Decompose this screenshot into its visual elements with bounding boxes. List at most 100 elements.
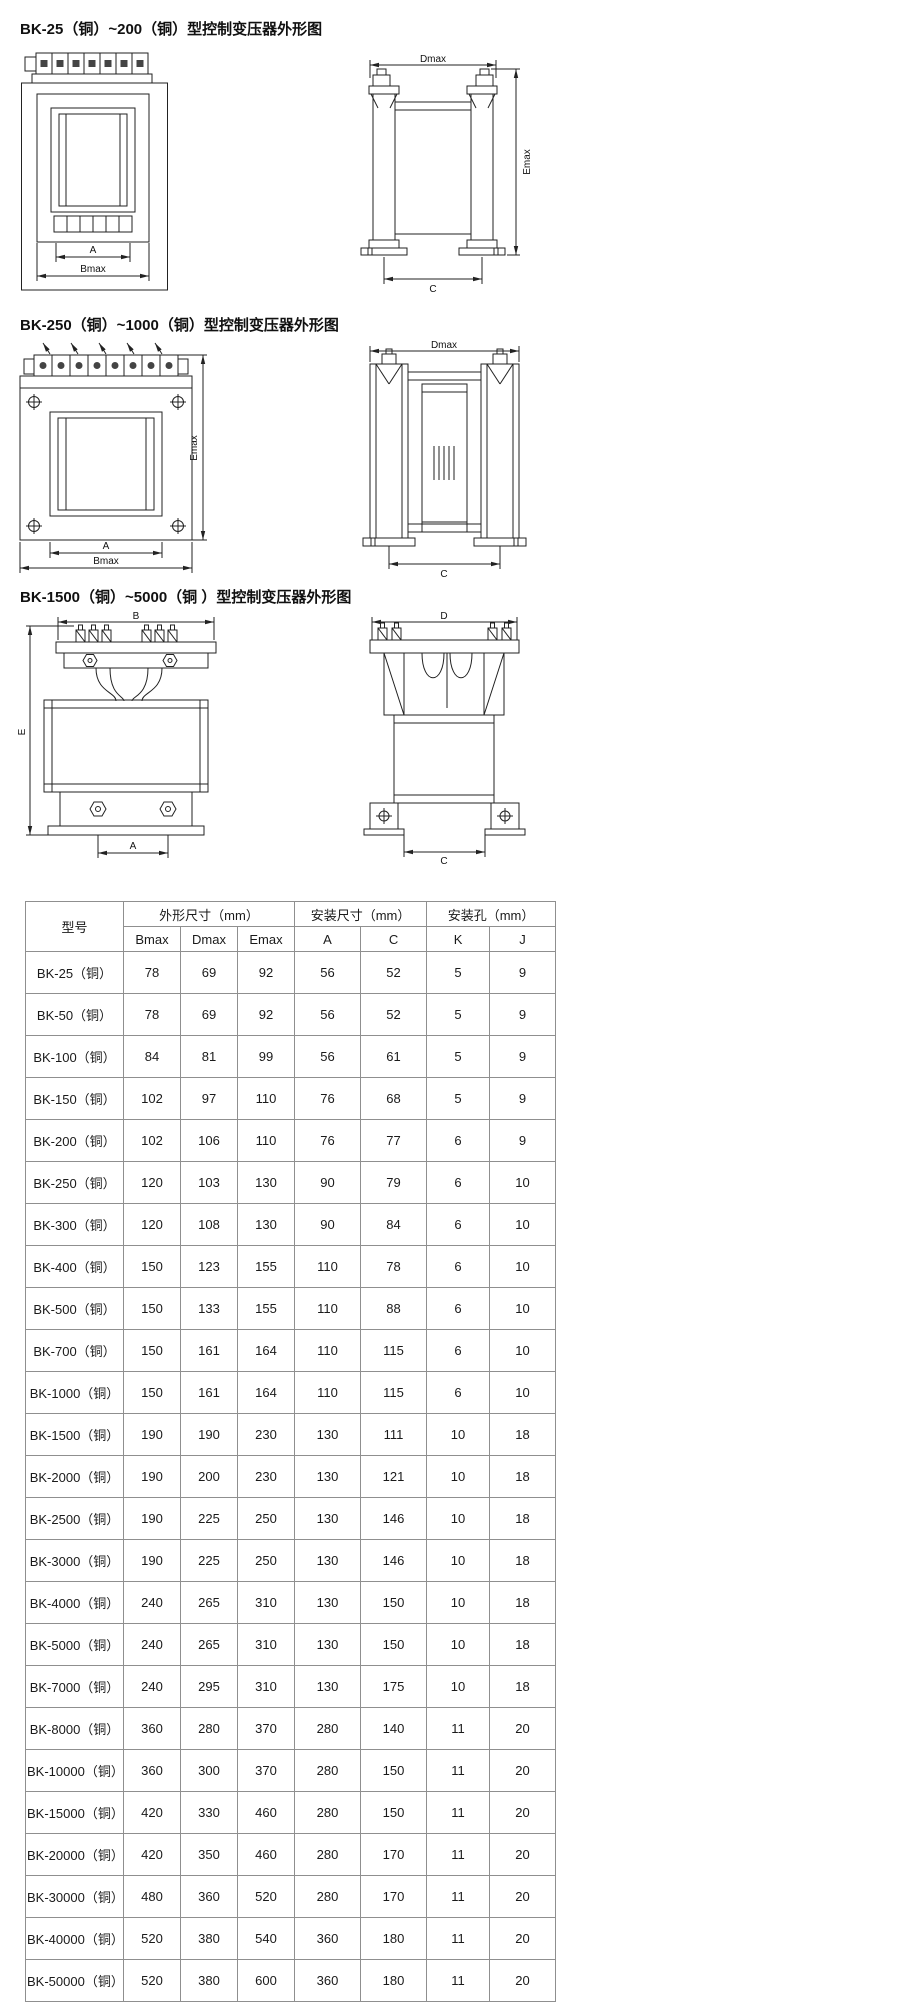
value-cell: 5	[426, 1077, 491, 1120]
dimension-emax	[178, 354, 207, 541]
value-cell: 90	[294, 1203, 362, 1246]
value-cell: 230	[236, 1455, 296, 1498]
value-cell: 310	[236, 1581, 296, 1624]
value-cell: 6	[426, 1371, 491, 1414]
value-cell: 10	[426, 1497, 491, 1540]
model-cell: BK-150（铜）	[25, 1077, 124, 1120]
value-cell: 380	[180, 1959, 238, 2002]
value-cell: 155	[236, 1245, 296, 1288]
value-cell: 90	[294, 1161, 362, 1204]
dimension-dmax	[369, 346, 520, 362]
dim-label-c: C	[440, 856, 447, 867]
model-cell: BK-700（铜）	[25, 1329, 124, 1372]
value-cell: 11	[426, 1707, 491, 1750]
bottom-clamp	[47, 791, 205, 836]
value-cell: 225	[180, 1539, 238, 1582]
col-header-k: K	[426, 926, 491, 952]
value-cell: 6	[426, 1203, 491, 1246]
value-cell: 18	[489, 1623, 557, 1666]
value-cell: 230	[236, 1413, 296, 1456]
mounting-holes	[26, 394, 186, 534]
value-cell: 155	[236, 1287, 296, 1330]
value-cell: 9	[489, 951, 557, 994]
value-cell: 111	[360, 1413, 428, 1456]
value-cell: 360	[294, 1959, 362, 2002]
value-cell: 280	[294, 1875, 362, 1918]
section3-title: BK-1500（铜）~5000（铜 ）型控制变压器外形图	[20, 589, 352, 606]
value-cell: 11	[426, 1959, 491, 2002]
value-cell: 77	[360, 1119, 428, 1162]
dimension-a	[49, 542, 163, 558]
value-cell: 150	[123, 1245, 181, 1288]
value-cell: 10	[489, 1161, 557, 1204]
value-cell: 11	[426, 1833, 491, 1876]
core-and-coil	[19, 375, 193, 541]
value-cell: 161	[180, 1371, 238, 1414]
value-cell: 164	[236, 1371, 296, 1414]
model-cell: BK-25（铜）	[25, 951, 124, 994]
value-cell: 10	[426, 1455, 491, 1498]
value-cell: 350	[180, 1833, 238, 1876]
core-ties	[395, 101, 471, 235]
value-cell: 9	[489, 993, 557, 1036]
value-cell: 110	[294, 1287, 362, 1330]
drawing-bk25-side-view: Dmax Emax C	[360, 54, 533, 295]
value-cell: 9	[489, 1119, 557, 1162]
value-cell: 190	[123, 1539, 181, 1582]
dimension-bmax	[36, 243, 150, 281]
value-cell: 164	[236, 1329, 296, 1372]
col-group-mounting-dimensions: 安装尺寸（mm）	[294, 901, 428, 927]
dimension-e	[26, 625, 74, 836]
value-cell: 460	[236, 1833, 296, 1876]
value-cell: 180	[360, 1917, 428, 1960]
table-header-group-row: 型号 外形尺寸（mm） 安装尺寸（mm） 安装孔（mm）	[25, 901, 557, 952]
top-clamp	[55, 641, 217, 669]
value-cell: 130	[236, 1161, 296, 1204]
col-header-a: A	[294, 926, 362, 952]
value-cell: 370	[236, 1707, 296, 1750]
value-cell: 190	[123, 1455, 181, 1498]
dimension-bmax	[19, 542, 193, 573]
value-cell: 102	[123, 1119, 181, 1162]
value-cell: 150	[360, 1791, 428, 1834]
model-cell: BK-20000（铜）	[25, 1833, 124, 1876]
lead-wires	[95, 667, 163, 702]
value-cell: 9	[489, 1035, 557, 1078]
drawing-bk1500-side-view: D C	[363, 611, 526, 867]
value-cell: 6	[426, 1161, 491, 1204]
dimension-a	[55, 243, 131, 262]
value-cell: 265	[180, 1581, 238, 1624]
value-cell: 140	[360, 1707, 428, 1750]
model-cell: BK-50（铜）	[25, 993, 124, 1036]
value-cell: 280	[294, 1833, 362, 1876]
dim-label-c: C	[440, 569, 447, 580]
value-cell: 190	[180, 1413, 238, 1456]
dim-label-emax: Emax	[522, 149, 533, 175]
value-cell: 56	[294, 993, 362, 1036]
value-cell: 5	[426, 951, 491, 994]
value-cell: 108	[180, 1203, 238, 1246]
value-cell: 10	[489, 1287, 557, 1330]
value-cell: 18	[489, 1413, 557, 1456]
value-cell: 360	[123, 1707, 181, 1750]
dim-label-a: A	[103, 541, 110, 552]
value-cell: 56	[294, 1035, 362, 1078]
value-cell: 600	[236, 1959, 296, 2002]
value-cell: 11	[426, 1875, 491, 1918]
value-cell: 250	[236, 1539, 296, 1582]
value-cell: 20	[489, 1875, 557, 1918]
value-cell: 170	[360, 1833, 428, 1876]
value-cell: 123	[180, 1245, 238, 1288]
model-cell: BK-1000（铜）	[25, 1371, 124, 1414]
value-cell: 97	[180, 1077, 238, 1120]
col-header-dmax: Dmax	[180, 926, 238, 952]
value-cell: 10	[489, 1371, 557, 1414]
value-cell: 10	[426, 1413, 491, 1456]
